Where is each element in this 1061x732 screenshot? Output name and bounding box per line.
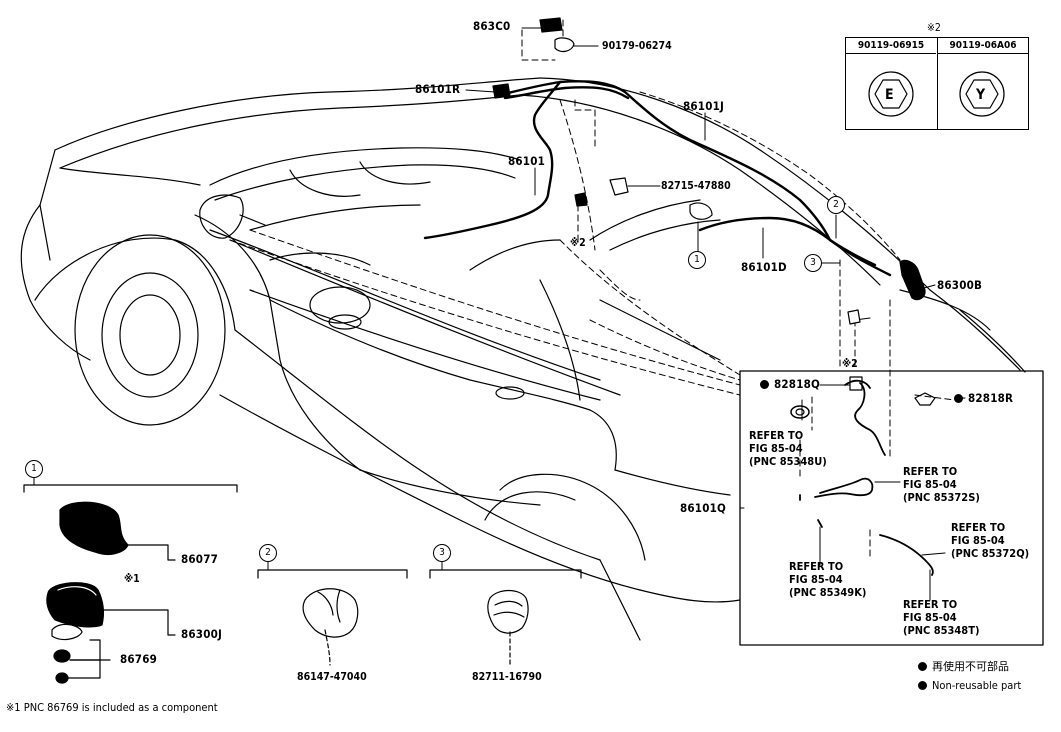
- label-86300j[interactable]: 86300J: [181, 627, 223, 641]
- non-reusable-dot: [954, 394, 963, 403]
- label-82818q[interactable]: 82818Q: [760, 377, 820, 391]
- fastener-col2-header[interactable]: 90119-06A06: [938, 38, 1028, 54]
- fastener-col1-header[interactable]: 90119-06915: [846, 38, 936, 54]
- ref-line: FIG 85-04: [789, 573, 843, 586]
- ref-line: REFER TO: [951, 521, 1006, 534]
- legend-en-text: Non-reusable part: [932, 679, 1022, 692]
- section-2: [257, 569, 408, 666]
- callout-2-car[interactable]: 2: [827, 196, 845, 214]
- callout-1-car[interactable]: 1: [688, 251, 706, 269]
- ref-line: FIG 85-04: [903, 611, 957, 624]
- label-86101d[interactable]: 86101D: [741, 260, 787, 274]
- ref-line: (PNC 85372Q): [951, 547, 1030, 560]
- legend-dot-icon: [918, 681, 927, 690]
- label-82818q-text: 82818Q: [774, 377, 820, 391]
- callout-leaders: [33, 478, 443, 570]
- part-82715-shape: [609, 177, 629, 196]
- fastener-divider: [937, 38, 939, 129]
- ref-line: REFER TO: [749, 429, 804, 442]
- ref-line: (PNC 85372S): [903, 491, 980, 504]
- part-86101d-shape: [689, 202, 713, 220]
- part-86300b-shape: [899, 259, 926, 301]
- callout-3-section: 3: [433, 544, 451, 562]
- callout-2-section: 2: [259, 544, 277, 562]
- section-3: [429, 569, 582, 666]
- vehicle-outline: [20, 77, 1026, 641]
- label-82818r-text: 82818R: [968, 391, 1014, 405]
- legend-dot-icon: [918, 662, 927, 671]
- callout-3-car[interactable]: 3: [804, 254, 822, 272]
- label-86101q[interactable]: 86101Q: [680, 501, 726, 515]
- legend-jp: 再使用不可部品: [918, 661, 1009, 672]
- fastener-symbol-y: Y: [976, 87, 986, 103]
- label-82711-16790[interactable]: 82711-16790: [472, 671, 542, 683]
- ref-85372q[interactable]: REFER TO FIG 85-04 (PNC 85372Q): [951, 521, 1029, 560]
- label-82715-47880[interactable]: 82715-47880: [661, 180, 731, 192]
- ref-85348u[interactable]: REFER TO FIG 85-04 (PNC 85348U): [749, 429, 827, 468]
- mark-x1: ※1: [124, 573, 140, 585]
- antenna-cables: [423, 80, 892, 277]
- section-1: [23, 484, 238, 684]
- part-86077-shape: [59, 501, 129, 556]
- ref-line: (PNC 85348U): [749, 455, 827, 468]
- part-863c0-shape: [539, 17, 575, 53]
- legend-jp-text: 再使用不可部品: [932, 660, 1009, 673]
- mark-x2-a: ※2: [570, 237, 586, 249]
- callout-1-section: 1: [25, 460, 43, 478]
- label-86101r[interactable]: 86101R: [415, 82, 461, 96]
- ref-line: (PNC 85348T): [903, 624, 980, 637]
- label-86101[interactable]: 86101: [508, 154, 545, 168]
- detail-box: [739, 370, 1044, 646]
- label-86147-47040[interactable]: 86147-47040: [297, 671, 367, 683]
- label-82818r[interactable]: 82818R: [954, 391, 1014, 405]
- label-86077[interactable]: 86077: [181, 552, 218, 566]
- mark-x2-b: ※2: [842, 358, 858, 370]
- label-86769[interactable]: 86769: [120, 652, 157, 666]
- ref-line: REFER TO: [789, 560, 844, 573]
- ref-line: REFER TO: [903, 598, 958, 611]
- ref-line: FIG 85-04: [951, 534, 1005, 547]
- ref-85349k[interactable]: REFER TO FIG 85-04 (PNC 85349K): [789, 560, 866, 599]
- fastener-symbol-e: E: [885, 87, 894, 103]
- bolt-shape: [574, 192, 861, 325]
- detail-cables: [799, 379, 934, 576]
- label-90179-06274[interactable]: 90179-06274: [602, 40, 672, 52]
- ref-line: (PNC 85349K): [789, 586, 867, 599]
- legend-en: Non-reusable part: [918, 680, 1021, 691]
- ref-line: FIG 85-04: [903, 478, 957, 491]
- leader-lines: [229, 19, 956, 561]
- ref-85372s[interactable]: REFER TO FIG 85-04 (PNC 85372S): [903, 465, 980, 504]
- part-86101r-shape: [492, 83, 511, 99]
- label-86300b[interactable]: 86300B: [937, 278, 983, 292]
- ref-line: FIG 85-04: [749, 442, 803, 455]
- label-863c0[interactable]: 863C0: [473, 19, 511, 33]
- detail-grommets: [790, 376, 936, 419]
- fastener-mark: ※2: [927, 22, 941, 34]
- non-reusable-dot: [760, 380, 769, 389]
- label-86101j[interactable]: 86101J: [683, 99, 725, 113]
- ref-85348t[interactable]: REFER TO FIG 85-04 (PNC 85348T): [903, 598, 979, 637]
- ref-line: REFER TO: [903, 465, 958, 478]
- part-86300j-shape: [46, 582, 104, 628]
- fastener-symbols: [868, 71, 1005, 117]
- footnote: ※1 PNC 86769 is included as a component: [6, 701, 218, 714]
- fastener-table: 90119-06915 90119-06A06 E Y: [845, 37, 1029, 130]
